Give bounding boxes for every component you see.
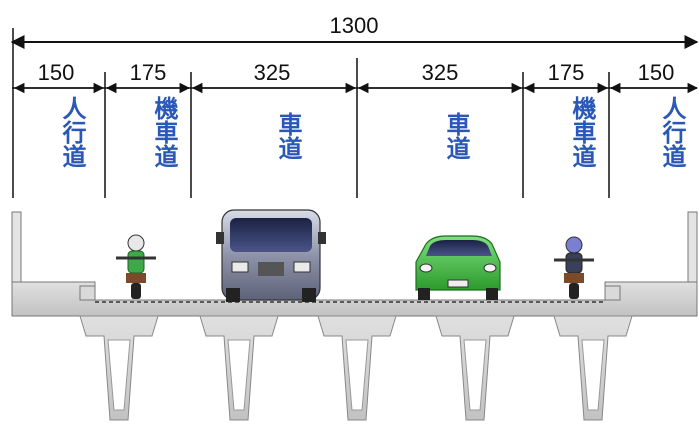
lane-label-sidewalk-right: 人行道 (658, 96, 686, 168)
segment-width-lane-left: 325 (254, 60, 291, 85)
segment-width-sidewalk-left: 150 (38, 60, 75, 85)
truck-vehicle (216, 209, 326, 302)
segment-width-sidewalk-right: 150 (638, 60, 675, 85)
total-width-value: 1300 (330, 13, 379, 38)
segment-width-motorcycle-right: 175 (548, 60, 585, 85)
lane-label-motorcycle-left: 機車道 (150, 96, 178, 168)
total-width-dimension: 1300 (10, 13, 699, 49)
segment-widths: 150 175 325 325 175 150 (13, 60, 699, 94)
lane-label-traffic-left: 車道 (274, 112, 302, 160)
segment-width-motorcycle-left: 175 (130, 60, 167, 85)
segment-width-lane-right: 325 (422, 60, 459, 85)
lane-label-traffic-right: 車道 (442, 112, 470, 160)
motorcycle-rider-left (116, 234, 156, 299)
lane-label-sidewalk-left: 人行道 (58, 96, 86, 168)
motorcycle-rider-right (554, 236, 594, 299)
car-vehicle (415, 235, 501, 300)
bridge-deck (11, 211, 698, 317)
lane-boundary-lines (12, 28, 610, 198)
lane-label-motorcycle-right: 機車道 (568, 96, 596, 168)
girder-inner-voids (107, 339, 605, 411)
